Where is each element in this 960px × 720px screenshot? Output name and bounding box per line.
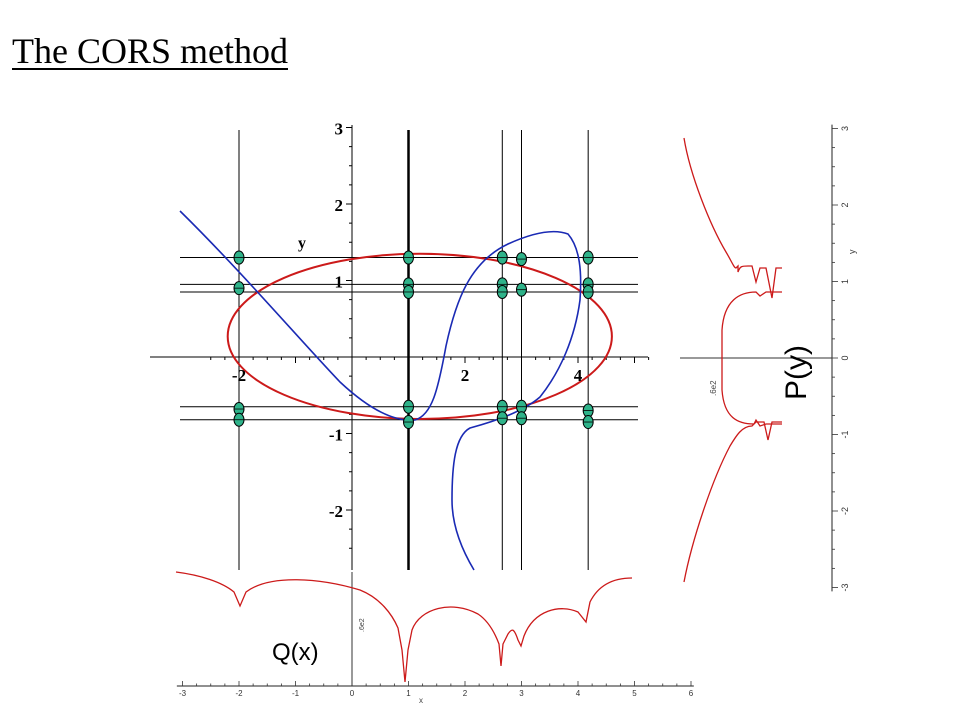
red-ellipse-curve — [226, 252, 613, 420]
side-plot-axis-letter: y — [847, 249, 857, 254]
side-plot-value-label: .6e2 — [709, 380, 718, 396]
side-tick-label: -3 — [840, 583, 850, 591]
intersection-grid-lines — [180, 130, 638, 570]
bottom-plot-value-label: .6e2 — [359, 618, 366, 632]
side-tick-label: 0 — [840, 355, 850, 360]
side-tick-label: 1 — [840, 279, 850, 284]
blue-curve-branch-upper — [179, 210, 582, 571]
y-tick-label: 3 — [335, 120, 344, 139]
q-of-x-curve — [175, 571, 633, 683]
bottom-tick-label: -3 — [179, 689, 187, 698]
y-tick-label: 1 — [335, 273, 344, 292]
bottom-tick-label: -1 — [292, 689, 300, 698]
y-tick-label: -1 — [329, 426, 343, 445]
side-tick-label: -1 — [840, 430, 850, 438]
x-tick-label: 2 — [461, 366, 470, 385]
main-plot: -2 2 4 3 2 1 -1 -2 y — [150, 120, 650, 571]
side-plot-ticks: 3 2 1 0 -1 -2 -3 — [832, 126, 850, 592]
bottom-tick-label: 3 — [519, 689, 524, 698]
side-tick-label: 3 — [840, 126, 850, 131]
p-of-y-curve — [683, 137, 782, 583]
x-tick-label: 4 — [574, 366, 583, 385]
bottom-tick-label: 6 — [689, 689, 694, 698]
y-tick-label: 2 — [335, 196, 344, 215]
side-tick-label: 2 — [840, 202, 850, 207]
intersection-points — [233, 250, 594, 430]
bottom-plot-axis-letter: x — [419, 696, 423, 705]
bottom-tick-label: 1 — [406, 689, 411, 698]
bottom-plot-label: Q(x) — [272, 639, 319, 666]
x-tick-label: -2 — [232, 366, 246, 385]
slide-title: The CORS method — [12, 31, 288, 71]
side-plot-p-of-y: 3 2 1 0 -1 -2 -3 P(y) .6e2 y — [680, 124, 857, 592]
main-tick-labels: -2 2 4 3 2 1 -1 -2 — [232, 120, 583, 522]
bottom-tick-label: 0 — [350, 689, 355, 698]
bottom-tick-label: 4 — [576, 689, 581, 698]
bottom-plot-ticks: -3 -2 -1 0 1 2 3 4 5 6 — [179, 681, 694, 698]
y-tick-label: -2 — [329, 502, 343, 521]
bottom-tick-label: 2 — [463, 689, 468, 698]
main-axis-ticks — [210, 127, 650, 549]
bottom-plot-q-of-x: -3 -2 -1 0 1 2 3 4 5 6 Q(x) .6e2 x — [175, 571, 694, 705]
side-tick-label: -2 — [840, 507, 850, 515]
main-y-axis-label: y — [298, 235, 306, 252]
bottom-tick-label: -2 — [235, 689, 243, 698]
bottom-tick-label: 5 — [632, 689, 637, 698]
side-plot-label: P(y) — [780, 345, 813, 400]
